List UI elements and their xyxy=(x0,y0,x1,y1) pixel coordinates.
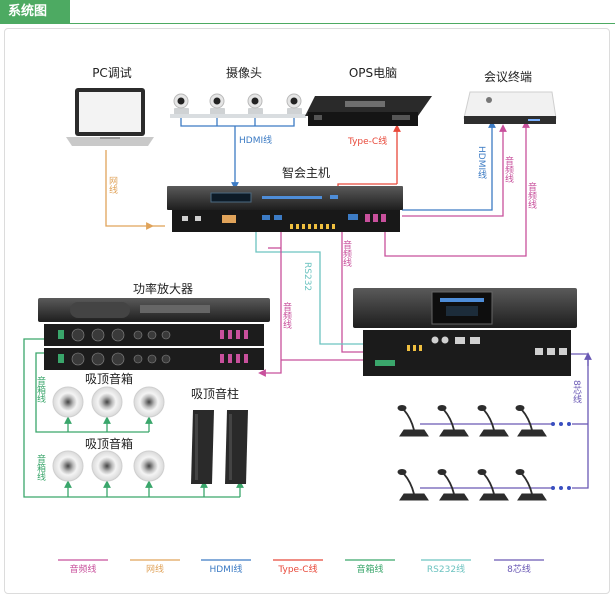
legend-item-hdmi: HDMI线 xyxy=(201,559,251,575)
power-amplifier xyxy=(38,298,270,370)
label-audio-host: 音频线 xyxy=(341,239,352,267)
ceiling-speaker xyxy=(52,386,84,418)
microphone xyxy=(397,405,429,437)
legend-item-audio: 音频线 xyxy=(58,559,108,575)
audio-terminal-cable xyxy=(384,120,530,257)
pc-laptop xyxy=(66,88,154,146)
label-hdmi-terminal: HDMI线 xyxy=(476,146,487,179)
legend-label: 音频线 xyxy=(69,563,96,575)
ceiling-speaker xyxy=(91,450,123,482)
label-conf-terminal: 会议终端 xyxy=(484,69,532,84)
ceiling-speaker xyxy=(91,386,123,418)
label-ceiling-speaker-2: 吸顶音箱 xyxy=(85,436,133,451)
legend-item-network: 网线 xyxy=(130,559,180,575)
continuation-dots xyxy=(551,422,571,490)
camera-group xyxy=(170,93,306,118)
microphone xyxy=(515,405,547,437)
legend-label: 网线 xyxy=(146,563,164,575)
legend-label: RS232线 xyxy=(427,563,465,575)
label-audio-terminal-2: 音频线 xyxy=(526,181,537,209)
label-hdmi: HDMI线 xyxy=(239,134,272,146)
header-bar: 系统图 xyxy=(0,0,615,24)
legend-label: 8芯线 xyxy=(507,563,531,575)
ceiling-speaker xyxy=(133,450,165,482)
ceiling-speaker xyxy=(133,386,165,418)
column-speakers xyxy=(191,410,248,484)
rs232-cable xyxy=(255,230,404,348)
microphone xyxy=(437,469,469,501)
legend-item-eight-core: 8芯线 xyxy=(494,559,544,575)
camera-2 xyxy=(209,93,225,115)
camera-1 xyxy=(173,93,189,115)
legend: 音频线 网线 HDMI线 Type-C线 音箱线 RS232线 8芯线 xyxy=(58,559,544,575)
label-network: 网线 xyxy=(107,176,118,194)
label-speaker-1: 音箱线 xyxy=(35,375,46,403)
speaker-cable xyxy=(23,338,244,498)
label-camera: 摄像头 xyxy=(226,65,262,80)
camera-3 xyxy=(247,93,263,115)
audio-processor xyxy=(353,288,577,376)
legend-item-rs232: RS232线 xyxy=(421,559,471,575)
hdmi-terminal-cable xyxy=(402,120,496,211)
microphone-group xyxy=(397,405,547,501)
label-audio-terminal-1: 音频线 xyxy=(503,155,514,183)
label-audio-amp: 音频线 xyxy=(281,301,292,329)
label-ops: OPS电脑 xyxy=(349,66,397,80)
label-amplifier: 功率放大器 xyxy=(133,281,193,296)
ceiling-speaker-row-2 xyxy=(52,450,165,482)
legend-label: Type-C线 xyxy=(277,563,317,575)
label-ceiling-speaker-1: 吸顶音箱 xyxy=(85,371,133,386)
hdmi-cable xyxy=(180,118,295,190)
legend-label: HDMI线 xyxy=(209,563,242,575)
smart-host xyxy=(167,186,403,232)
header-divider xyxy=(0,23,615,24)
label-host: 智会主机 xyxy=(282,165,330,180)
microphone xyxy=(515,469,547,501)
legend-label: 音箱线 xyxy=(356,563,383,575)
label-speaker-2: 音箱线 xyxy=(35,453,46,481)
ceiling-speaker xyxy=(52,450,84,482)
label-eight-core: 8芯线 xyxy=(571,380,582,404)
microphone xyxy=(477,469,509,501)
microphone xyxy=(397,469,429,501)
label-typec: Type-C线 xyxy=(347,135,387,147)
label-pc: PC调试 xyxy=(92,65,132,80)
conference-terminal xyxy=(463,91,557,124)
label-rs232: RS232 xyxy=(302,262,312,291)
page-title: 系统图 xyxy=(0,0,70,24)
camera-4 xyxy=(286,93,302,115)
microphone xyxy=(477,405,509,437)
diagram-frame xyxy=(4,28,610,594)
legend-item-speaker: 音箱线 xyxy=(345,559,395,575)
ceiling-speaker-row-1 xyxy=(52,386,165,418)
column-speaker xyxy=(191,410,214,484)
label-column-speaker: 吸顶音柱 xyxy=(191,386,239,401)
column-speaker xyxy=(225,410,248,484)
legend-item-typec: Type-C线 xyxy=(273,559,323,575)
microphone xyxy=(437,405,469,437)
ops-computer xyxy=(305,96,432,126)
